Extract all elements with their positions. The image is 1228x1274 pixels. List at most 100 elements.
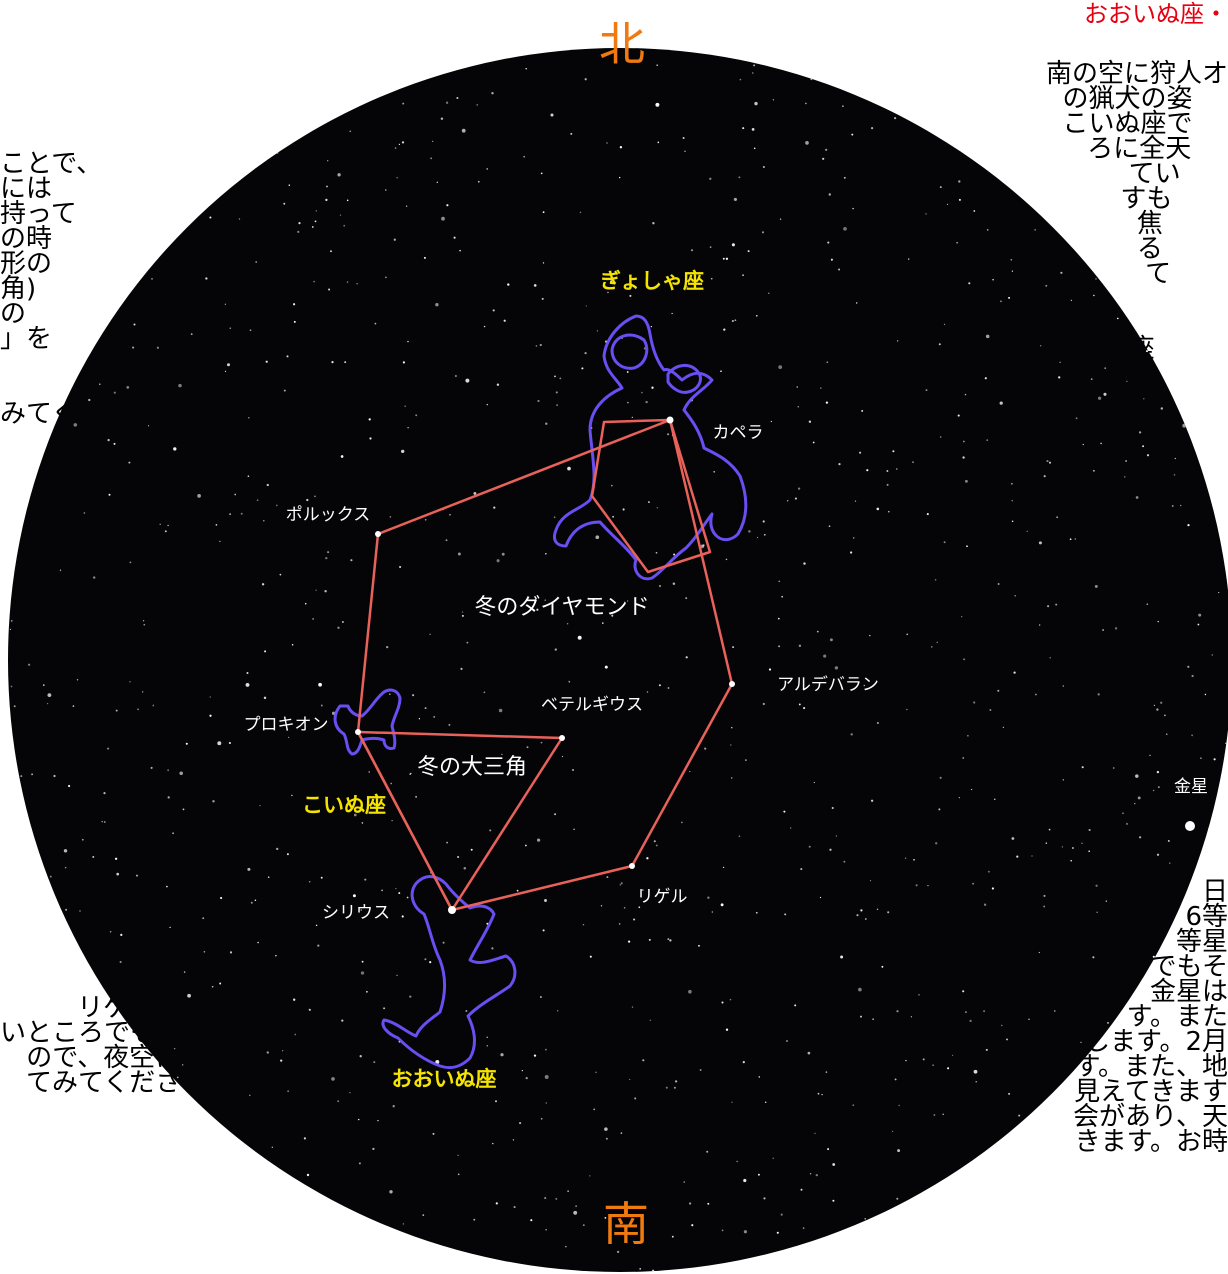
background-star	[317, 944, 320, 947]
background-star	[881, 965, 884, 968]
background-star	[962, 990, 965, 993]
background-star	[1043, 894, 1046, 897]
background-star	[1082, 443, 1084, 446]
background-star	[938, 808, 941, 811]
background-star	[94, 183, 97, 186]
background-star	[389, 1190, 393, 1194]
background-star	[1205, 151, 1208, 154]
background-star	[1116, 317, 1119, 320]
background-star	[1160, 701, 1163, 704]
background-star	[1169, 862, 1171, 864]
background-star	[489, 829, 492, 832]
background-star	[1008, 1092, 1011, 1095]
background-star	[498, 708, 503, 713]
background-star	[286, 99, 289, 102]
background-star	[1130, 1075, 1132, 1077]
background-star	[457, 1154, 459, 1157]
background-star	[1163, 139, 1165, 142]
background-star	[983, 903, 987, 906]
background-star	[175, 85, 178, 88]
background-star	[787, 500, 789, 502]
background-star	[958, 198, 961, 201]
background-star	[884, 1212, 886, 1214]
background-star	[1179, 1063, 1182, 1066]
background-star	[619, 176, 621, 179]
background-star	[1128, 94, 1130, 96]
background-star	[616, 1250, 620, 1254]
background-star	[753, 64, 756, 67]
background-star	[688, 1202, 692, 1205]
background-star	[965, 1011, 967, 1013]
background-star	[770, 420, 773, 423]
background-star	[923, 1228, 926, 1231]
background-star	[946, 203, 949, 205]
background-star	[834, 666, 839, 670]
background-star	[1104, 1069, 1107, 1072]
background-star	[738, 176, 741, 179]
background-star	[245, 682, 250, 687]
background-star	[391, 819, 393, 822]
background-star	[224, 303, 227, 305]
background-star	[407, 340, 409, 343]
background-star	[156, 346, 160, 349]
background-star	[864, 1217, 867, 1220]
background-star	[275, 504, 278, 507]
background-star	[544, 1197, 547, 1200]
background-star	[81, 838, 84, 841]
background-star	[830, 258, 833, 261]
background-star	[273, 105, 275, 108]
background-star	[809, 1173, 812, 1175]
background-star	[904, 857, 907, 859]
background-star	[896, 1197, 899, 1200]
background-star	[1125, 1078, 1128, 1081]
background-star	[1144, 1044, 1148, 1048]
background-star	[446, 204, 449, 207]
background-star	[963, 440, 965, 443]
background-star	[24, 813, 26, 816]
background-star	[926, 513, 929, 516]
background-star	[667, 938, 670, 941]
background-star	[1135, 496, 1139, 499]
background-star	[593, 1108, 596, 1111]
background-star	[486, 403, 489, 406]
background-star	[424, 958, 427, 961]
background-star	[185, 742, 188, 745]
background-star	[1104, 367, 1107, 370]
background-star	[276, 151, 279, 154]
background-star	[390, 782, 393, 785]
background-star	[1023, 1133, 1026, 1137]
background-star	[327, 160, 329, 162]
pollux-label: ポルックス	[286, 505, 371, 525]
procyon-label: プロキオン	[244, 715, 329, 735]
background-star	[731, 319, 734, 323]
background-star	[250, 1260, 253, 1264]
background-star	[234, 85, 238, 90]
background-star	[423, 256, 426, 259]
background-star	[143, 623, 146, 626]
background-star	[435, 303, 439, 307]
background-star	[1200, 392, 1203, 394]
background-star	[107, 747, 110, 750]
background-star	[62, 152, 65, 156]
background-star	[970, 788, 973, 791]
background-star	[1070, 859, 1073, 862]
background-star	[985, 1198, 987, 1200]
background-star	[27, 663, 31, 666]
background-star	[997, 583, 1000, 585]
background-star	[1179, 1059, 1181, 1062]
background-star	[93, 576, 96, 579]
background-star	[655, 844, 658, 847]
aldebaran-star	[729, 681, 735, 687]
background-star	[459, 249, 461, 252]
background-star	[239, 75, 241, 78]
background-star	[807, 1051, 811, 1055]
background-star	[477, 180, 480, 183]
background-star	[530, 1219, 533, 1222]
pollux-star	[375, 531, 381, 537]
background-star	[281, 1050, 284, 1052]
background-star	[341, 621, 344, 623]
background-star	[101, 820, 103, 823]
background-star	[537, 399, 540, 403]
background-star	[394, 147, 397, 149]
background-star	[167, 769, 169, 771]
